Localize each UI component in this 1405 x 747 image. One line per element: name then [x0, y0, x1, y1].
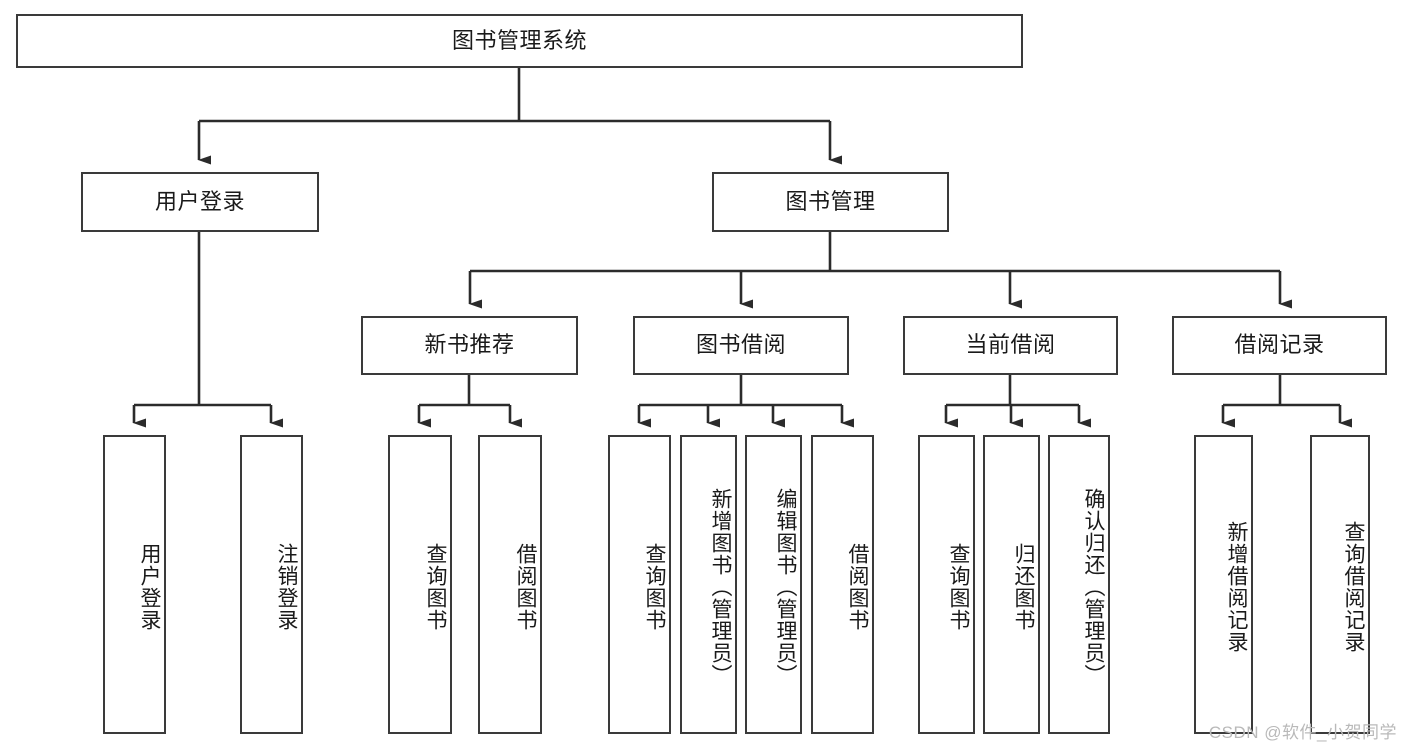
node-current-borrow-label: 当前借阅	[965, 332, 1056, 358]
leaf-query-book-new[interactable]: 查询图书	[388, 435, 452, 734]
node-borrow-record[interactable]: 借阅记录	[1172, 316, 1387, 375]
leaf-add-borrow-record-label: 新增借阅记录	[1225, 520, 1248, 653]
node-root[interactable]: 图书管理系统	[16, 14, 1023, 68]
leaf-return-book[interactable]: 归还图书	[983, 435, 1040, 734]
leaf-query-borrow-record-label: 查询借阅记录	[1342, 520, 1365, 653]
leaf-confirm-return-admin-label: 确认归还（管理员）	[1082, 487, 1105, 686]
leaf-logout[interactable]: 注销登录	[240, 435, 303, 734]
leaf-borrow-book[interactable]: 借阅图书	[811, 435, 874, 734]
leaf-borrow-book-new[interactable]: 借阅图书	[478, 435, 542, 734]
leaf-edit-book-admin[interactable]: 编辑图书（管理员）	[745, 435, 802, 734]
leaf-logout-label: 注销登录	[275, 542, 298, 631]
node-book-borrow[interactable]: 图书借阅	[633, 316, 849, 375]
node-root-label: 图书管理系统	[451, 27, 587, 53]
node-user-login[interactable]: 用户登录	[81, 172, 319, 232]
leaf-add-book-admin-label: 新增图书（管理员）	[709, 487, 732, 686]
leaf-confirm-return-admin[interactable]: 确认归还（管理员）	[1048, 435, 1110, 734]
node-book-management-label: 图书管理	[785, 188, 876, 214]
leaf-edit-book-admin-label: 编辑图书（管理员）	[774, 487, 797, 686]
leaf-query-book-borrow[interactable]: 查询图书	[608, 435, 671, 734]
node-borrow-record-label: 借阅记录	[1234, 332, 1325, 358]
leaf-add-book-admin[interactable]: 新增图书（管理员）	[680, 435, 737, 734]
leaf-borrow-book-new-label: 借阅图书	[514, 542, 537, 631]
leaf-query-book-new-label: 查询图书	[424, 542, 447, 631]
leaf-query-borrow-record[interactable]: 查询借阅记录	[1310, 435, 1370, 734]
node-new-book-recommend[interactable]: 新书推荐	[361, 316, 578, 375]
leaf-query-book-current[interactable]: 查询图书	[918, 435, 975, 734]
leaf-query-book-current-label: 查询图书	[947, 542, 970, 631]
node-book-borrow-label: 图书借阅	[695, 332, 786, 358]
watermark: CSDN @软件_小贺同学	[1208, 723, 1397, 742]
leaf-add-borrow-record[interactable]: 新增借阅记录	[1194, 435, 1253, 734]
leaf-query-book-borrow-label: 查询图书	[643, 542, 666, 631]
node-user-login-label: 用户登录	[154, 188, 245, 214]
leaf-return-book-label: 归还图书	[1012, 542, 1035, 631]
leaf-user-login[interactable]: 用户登录	[103, 435, 166, 734]
node-new-book-recommend-label: 新书推荐	[424, 332, 515, 358]
node-current-borrow[interactable]: 当前借阅	[903, 316, 1118, 375]
node-book-management[interactable]: 图书管理	[712, 172, 949, 232]
leaf-borrow-book-label: 借阅图书	[846, 542, 869, 631]
leaf-user-login-label: 用户登录	[138, 542, 161, 631]
